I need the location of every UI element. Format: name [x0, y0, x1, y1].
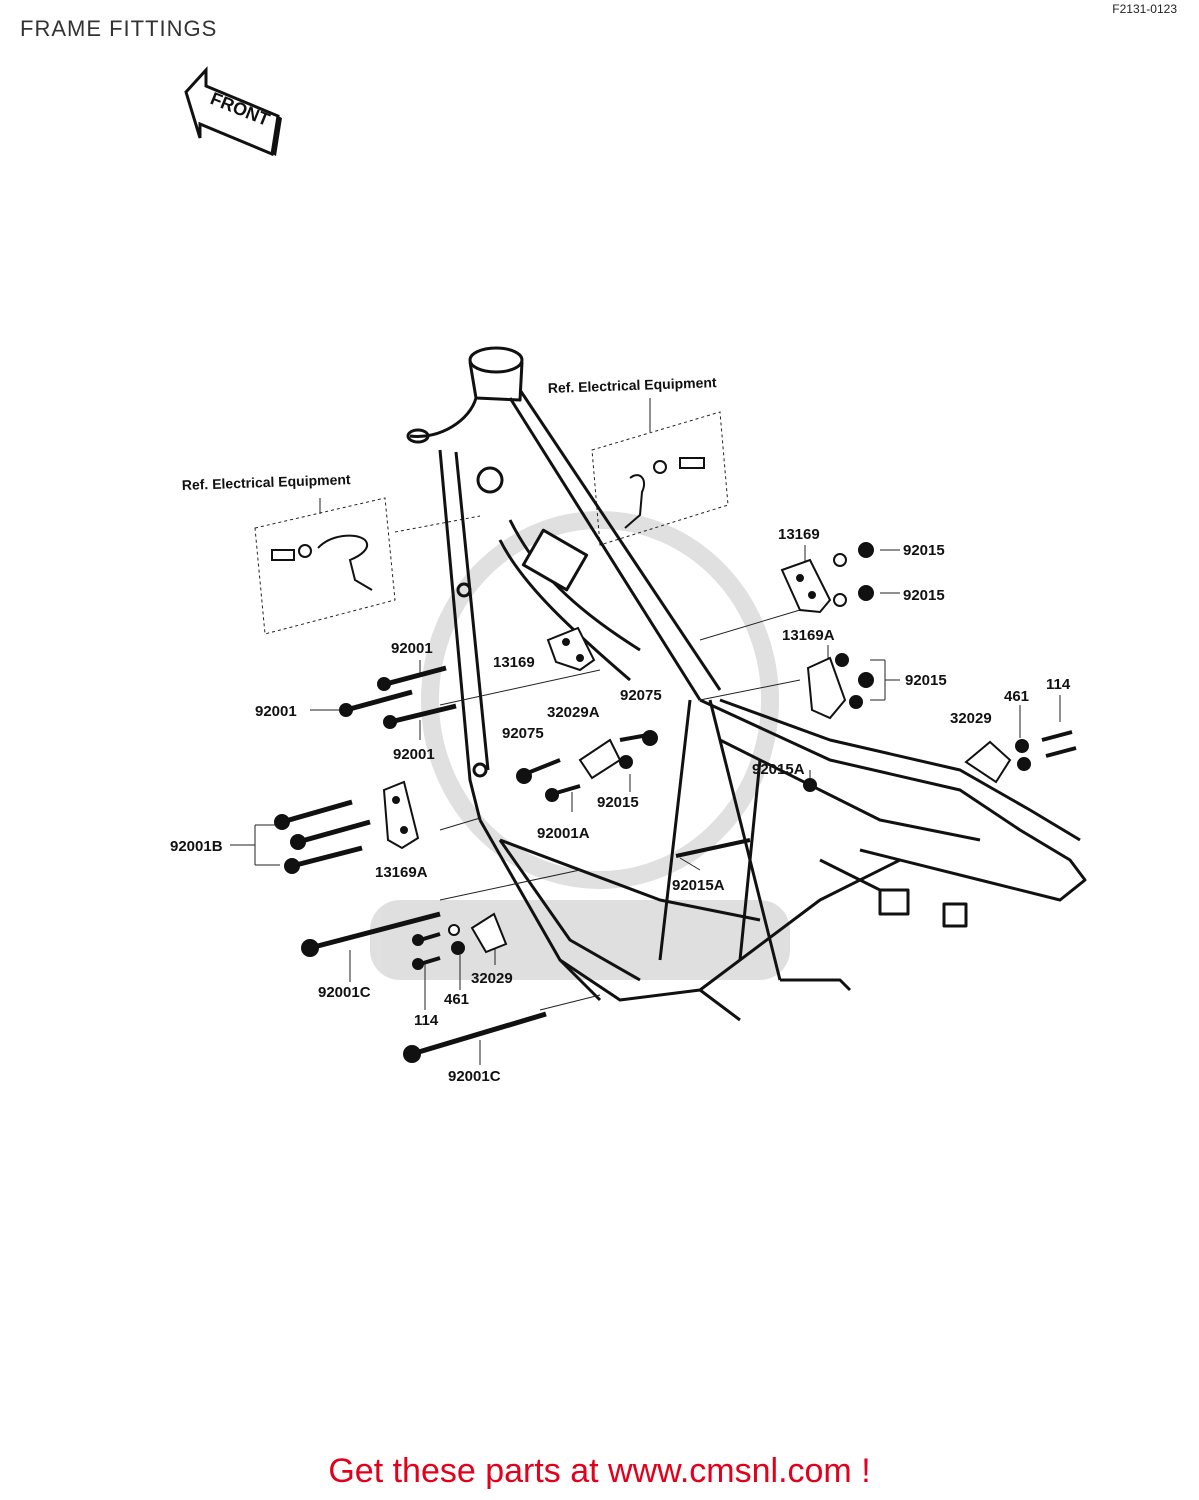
part-label-114-left: 114 — [414, 1012, 439, 1029]
ref-box-left — [254, 497, 481, 635]
parts — [274, 542, 1077, 1063]
part-label-92001C-a: 92001C — [318, 984, 371, 1001]
shop-link-text[interactable]: Get these parts at www.cmsnl.com ! — [328, 1452, 871, 1490]
part-label-92001-c: 92001 — [393, 746, 435, 763]
part-label-92015-d: 92015 — [597, 794, 639, 811]
part-label-92015A-b: 92015A — [672, 877, 725, 894]
ref-electrical-left: Ref. Electrical Equipment — [182, 471, 352, 493]
part-label-13169-mid: 13169 — [493, 654, 535, 671]
part-label-13169A-right: 13169A — [782, 627, 835, 644]
part-label-92015-a: 92015 — [903, 542, 945, 559]
part-label-92075-b: 92075 — [502, 725, 544, 742]
page-title: FRAME FITTINGS — [20, 16, 218, 41]
part-label-92015-b: 92015 — [903, 587, 945, 604]
ref-electrical-right: Ref. Electrical Equipment — [548, 374, 718, 396]
part-label-32029-left: 32029 — [471, 970, 513, 987]
ref-box-right — [591, 398, 729, 546]
front-arrow-icon: FRONT — [184, 66, 282, 157]
part-label-92001-a: 92001 — [391, 640, 433, 657]
part-label-92001B: 92001B — [170, 838, 223, 855]
watermark — [370, 511, 790, 980]
part-label-461-left: 461 — [444, 991, 469, 1008]
part-label-13169-top: 13169 — [778, 526, 820, 543]
part-label-92015-c: 92015 — [905, 672, 947, 689]
part-label-92001C-b: 92001C — [448, 1068, 501, 1085]
part-label-13169A-left: 13169A — [375, 864, 428, 881]
diagram-code: F2131-0123 — [1112, 2, 1177, 16]
part-label-461-right: 461 — [1004, 688, 1029, 705]
part-label-92001A: 92001A — [537, 825, 590, 842]
leader-lines — [230, 545, 1061, 1065]
part-label-92075-a: 92075 — [620, 687, 662, 704]
part-label-92001-b: 92001 — [255, 703, 297, 720]
part-label-32029-right: 32029 — [950, 710, 992, 727]
part-label-114-right: 114 — [1046, 676, 1071, 693]
part-label-32029A: 32029A — [547, 704, 600, 721]
part-label-92015A-a: 92015A — [752, 761, 805, 778]
